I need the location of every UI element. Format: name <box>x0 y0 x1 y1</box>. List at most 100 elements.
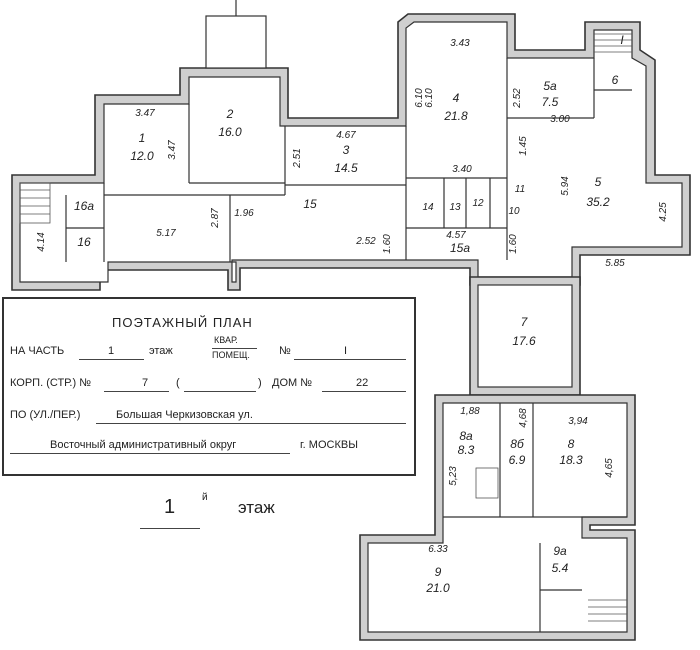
room-label-8a: 8а 8.3 <box>458 429 475 457</box>
room-area: 12.0 <box>130 149 154 163</box>
room-label-1: 1 12.0 <box>130 131 154 163</box>
room-id: 3 <box>343 143 350 157</box>
dim-text: 4.25 <box>658 202 669 222</box>
room-area: 6.9 <box>509 453 526 467</box>
room-id: 5 <box>595 175 602 189</box>
label-street: ПО (УЛ./ПЕР.) <box>10 409 81 421</box>
dim-text: 4,68 <box>518 408 529 428</box>
room-label-9: 9 21.0 <box>425 565 450 595</box>
dim-text: 4.14 <box>36 232 47 252</box>
top-entry <box>205 15 267 69</box>
title-block: ПОЭТАЖНЫЙ ПЛАН НА ЧАСТЬ 1 этаж КВАР. ПОМ… <box>2 297 416 476</box>
dim-text: 2.51 <box>292 148 303 168</box>
value-house: 22 <box>356 377 369 389</box>
room-label-16: 16 <box>77 235 91 249</box>
label-house: ДОМ № <box>272 377 313 389</box>
title-block-heading: ПОЭТАЖНЫЙ ПЛАН <box>112 315 253 330</box>
room-id: 8б <box>510 437 525 451</box>
room-area: 17.6 <box>512 334 536 348</box>
room-label-15a: 15а <box>450 241 470 255</box>
dim-text: 5.85 <box>605 258 625 269</box>
label-number: № <box>279 345 291 357</box>
dim-text: 3.00 <box>550 114 570 125</box>
room-label-16a: 16а <box>74 199 94 213</box>
dim-text: 1.96 <box>234 208 254 219</box>
label-part: НА ЧАСТЬ <box>10 345 65 357</box>
room-area: 35.2 <box>586 195 610 209</box>
room-area: 16.0 <box>218 125 242 139</box>
paren-open: ( <box>176 377 180 389</box>
dim-text: 2.52 <box>512 88 523 109</box>
room-id: 2 <box>226 107 234 121</box>
room-area: 8.3 <box>458 443 475 457</box>
room-label-15: 15 <box>303 197 317 211</box>
label-floor: этаж <box>149 345 173 357</box>
label-kvar: КВАР. <box>214 335 238 345</box>
value-part: 1 <box>108 345 115 357</box>
room-label-5: 5 35.2 <box>586 175 610 209</box>
room-id: 8 <box>568 437 575 451</box>
room-label-9a: 9а 5.4 <box>552 544 569 575</box>
dim-text: 1.60 <box>382 234 393 254</box>
room-label-8b: 8б 6.9 <box>509 437 526 467</box>
dim-text: 2.52 <box>355 236 376 247</box>
dim-text: 4.57 <box>446 230 466 241</box>
room-label-3: 3 14.5 <box>334 143 358 175</box>
room-area: 21.0 <box>425 581 450 595</box>
floor-word: этаж <box>238 498 275 517</box>
dim-text: 3.47 <box>167 140 178 160</box>
room-label-13: 13 <box>449 202 461 213</box>
dim-text: 5.94 <box>560 176 571 196</box>
room-label-10: 10 <box>508 206 520 217</box>
dim-text: 1.45 <box>518 136 529 156</box>
room-id: 9 <box>435 565 442 579</box>
room-label-11: 11 <box>515 184 525 195</box>
room-id: 5а <box>543 79 557 93</box>
room-id: 8а <box>459 429 473 443</box>
stairs-bottom-right <box>588 599 627 622</box>
dim-text: 6.10 <box>424 88 435 108</box>
value-korp: 7 <box>142 377 149 389</box>
room-area: 14.5 <box>334 161 358 175</box>
dim-text: 5.17 <box>156 228 176 239</box>
room-label-12: 12 <box>472 198 484 209</box>
dim-text: 3.47 <box>135 108 155 119</box>
room-area: 7.5 <box>542 95 559 109</box>
dim-text: 3,94 <box>568 416 588 427</box>
dim-text: 6.33 <box>428 544 448 555</box>
room-label-2: 2 16.0 <box>218 107 242 139</box>
stairs-left <box>19 182 51 224</box>
room-label-I: I <box>620 33 624 47</box>
paren-close: ) <box>258 377 262 389</box>
value-street: Большая Черкизовская ул. <box>116 409 253 421</box>
room-label-4: 4 21.8 <box>443 91 468 123</box>
dim-text: 6.10 <box>414 88 425 108</box>
room-label-6: 6 <box>612 73 619 87</box>
label-pomeshch: ПОМЕЩ. <box>212 350 250 360</box>
inner-space-upper <box>19 21 683 283</box>
room-id: 1 <box>139 131 146 145</box>
dim-text: 3.40 <box>452 164 472 175</box>
room-id: 9а <box>553 544 567 558</box>
dim-text: 4.67 <box>336 130 356 141</box>
stairs-top-right <box>594 33 632 53</box>
floor-number: 1 <box>164 496 176 518</box>
dim-text: 1.60 <box>508 234 519 254</box>
label-korp: КОРП. (СТР.) № <box>10 377 91 389</box>
floor-suffix: й <box>202 492 208 503</box>
dim-text: 3.43 <box>450 38 470 49</box>
dim-text: 2.87 <box>210 208 221 229</box>
value-district: Восточный административный округ <box>50 439 237 451</box>
room-label-8: 8 18.3 <box>559 437 583 467</box>
room-label-7: 7 17.6 <box>512 315 536 348</box>
room-id: 4 <box>453 91 460 105</box>
room-area: 21.8 <box>443 109 468 123</box>
label-city: г. МОСКВЫ <box>300 439 358 451</box>
room-area: 18.3 <box>559 453 583 467</box>
room-label-14: 14 <box>422 202 434 213</box>
room-label-5a: 5а 7.5 <box>542 79 559 109</box>
dim-text: 4,65 <box>604 458 615 478</box>
room-id: 7 <box>521 315 529 329</box>
dim-text: 1,88 <box>460 406 480 417</box>
